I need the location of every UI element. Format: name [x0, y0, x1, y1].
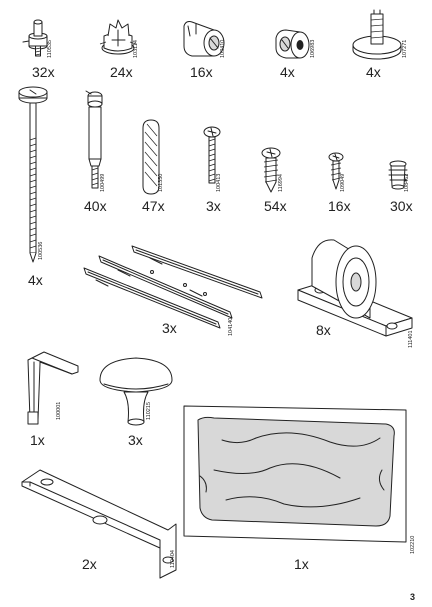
cam-connector-drawing — [183, 21, 225, 57]
part-allen-key-number: 100001 — [56, 401, 62, 420]
part-mirror-panel-number: 102210 — [410, 535, 416, 554]
part-wood-screw-large-number: 116994 — [278, 174, 284, 192]
allen-key-drawing — [27, 351, 79, 425]
part-long-bolt-qty: 4x — [28, 272, 43, 288]
part-drawer-runners-qty: 3x — [162, 320, 177, 336]
part-plastic-anchor-qty: 30x — [390, 198, 413, 214]
wood-dowel-drawing — [142, 119, 160, 195]
part-cam-connector-qty: 16x — [190, 64, 213, 80]
knob-drawing — [99, 357, 173, 426]
part-knob-number: 110215 — [146, 402, 152, 420]
part-drawer-runners-number: 104140 — [228, 317, 234, 336]
part-caster-wheel-qty: 8x — [316, 322, 331, 338]
wood-screw-large-drawing — [261, 147, 281, 193]
drawer-runners-drawing — [83, 245, 263, 329]
l-bracket-drawing — [21, 469, 177, 579]
wood-screw-small-drawing — [328, 152, 344, 190]
part-wood-dowel-qty: 47x — [142, 198, 165, 214]
part-cam-lock-slotted-qty: 24x — [110, 64, 133, 80]
part-glide-foot-number: 107271 — [402, 39, 408, 58]
part-cam-bolt-short-qty: 32x — [32, 64, 55, 80]
plastic-anchor-drawing — [388, 160, 408, 190]
part-machine-screw-qty: 3x — [206, 198, 221, 214]
page-number: 3 — [410, 592, 416, 602]
cam-bolt-long-drawing — [85, 90, 103, 189]
long-bolt-drawing — [18, 86, 48, 263]
part-cam-bolt-long-qty: 40x — [84, 198, 107, 214]
part-cam-bolt-short-number: 110535 — [47, 40, 53, 58]
part-knob-qty: 3x — [128, 432, 143, 448]
part-glide-foot-qty: 4x — [366, 64, 381, 80]
part-wood-dowel-number: 101350 — [158, 173, 164, 192]
part-plastic-anchor-number: 108462 — [404, 173, 410, 192]
part-barrel-nut-qty: 4x — [280, 64, 295, 80]
part-wood-screw-large-qty: 54x — [264, 198, 287, 214]
part-machine-screw-number: 100413 — [216, 173, 222, 192]
machine-screw-drawing — [203, 126, 221, 184]
part-caster-wheel-number: 111401 — [408, 330, 414, 348]
barrel-nut-drawing — [275, 29, 310, 59]
part-long-bolt-number: 100536 — [38, 241, 44, 260]
glide-foot-drawing — [352, 9, 402, 60]
part-l-bracket-number: 110404 — [170, 550, 176, 568]
part-wood-screw-small-number: 109049 — [340, 173, 346, 192]
part-cam-lock-slotted-number: 103114 — [133, 40, 139, 58]
part-barrel-nut-number: 106983 — [310, 39, 316, 58]
cam-lock-slotted-drawing — [99, 19, 137, 55]
part-cam-bolt-long-number: 100499 — [100, 173, 106, 192]
part-cam-connector-number: 103410 — [220, 39, 226, 58]
part-mirror-panel-qty: 1x — [294, 556, 309, 572]
cam-bolt-short-drawing — [22, 19, 48, 57]
part-l-bracket-qty: 2x — [82, 556, 97, 572]
mirror-panel-drawing — [183, 405, 407, 543]
part-allen-key-qty: 1x — [30, 432, 45, 448]
caster-wheel-drawing — [297, 239, 413, 337]
part-wood-screw-small-qty: 16x — [328, 198, 351, 214]
